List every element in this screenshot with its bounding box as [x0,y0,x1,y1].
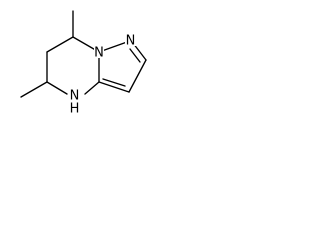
bond-n4-c3a [84,81,100,95]
bond-c5-n4 [46,81,68,95]
atom-n8: N [94,45,104,61]
atom-h4-label: H [70,102,80,117]
atom-n4-label: N [70,89,80,104]
bond-c3-c3a [98,81,130,93]
chemical-structure-diagram: N N N H [20,10,147,117]
atom-n4: N [69,88,80,104]
bond-c7-c6 [46,36,74,53]
bonds [20,10,147,98]
bond-c3-c3a-double [102,78,126,87]
atom-n8-label: N [94,46,104,61]
bond-c2-c3 [128,59,147,93]
atom-n1-label: N [126,34,136,49]
bond-c5-methyl [20,81,48,98]
atom-h4: H [69,101,80,117]
atom-n1: N [125,33,136,49]
bond-n1-c2-double [129,48,141,63]
